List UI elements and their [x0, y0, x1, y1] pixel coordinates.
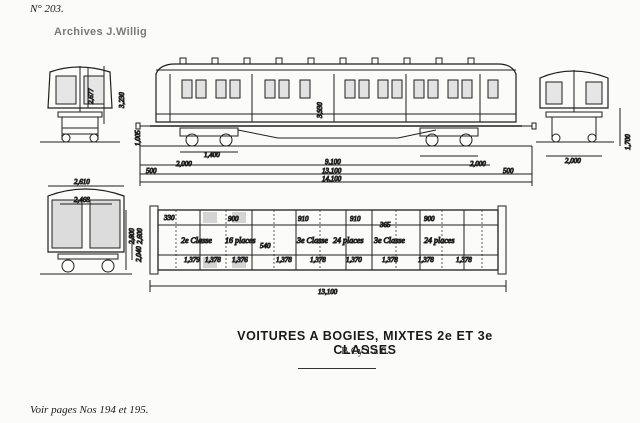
- side-elevation: [135, 57, 537, 186]
- plan-comp-8: 1,378: [418, 256, 434, 264]
- end-height-b: 3,230: [118, 92, 126, 109]
- plate-number: N° 203.: [30, 3, 64, 15]
- over-buffers: 14,100: [322, 175, 342, 183]
- plan-width-b: 2,600: [136, 228, 144, 244]
- plan-comp-1: 1,379: [184, 256, 200, 264]
- drawing-title: VOITURES A BOGIES, MIXTES 2e ET 3e CLASS…: [237, 329, 493, 357]
- label-3rd-class-a: 3e Classe: [296, 236, 328, 245]
- page-reference: Voir pages Nos 194 et 195.: [30, 404, 149, 416]
- label-2nd-places: 16 places: [225, 236, 255, 245]
- label-3rd-places-a: 24 places: [333, 236, 363, 245]
- drawing-subtitle: B Cy 1 à 6.: [341, 346, 389, 357]
- plan-comp-9: 1,378: [456, 256, 472, 264]
- plan-length: 13,100: [318, 288, 338, 296]
- plan-comp-2: 1,378: [205, 256, 221, 264]
- plan-330: 330: [163, 214, 175, 222]
- label-3rd-class-b: 3e Classe: [373, 236, 405, 245]
- centres: 9,100: [325, 158, 341, 166]
- plan-door-2: 910: [298, 215, 309, 223]
- section-floor: 2,040: [135, 246, 143, 262]
- plan-door-1: 900: [228, 215, 239, 223]
- end-elevation-right: [536, 70, 621, 157]
- side-height: 3,930: [316, 102, 324, 119]
- label-2nd-class: 2e Classe: [181, 236, 212, 245]
- body-length: 13,100: [322, 167, 342, 175]
- window-pitch: 1,400: [204, 151, 220, 159]
- plan-comp-7: 1,378: [382, 256, 398, 264]
- plan-door-4: 900: [424, 215, 435, 223]
- plan-width-a: 2,800: [128, 228, 136, 244]
- overhang-a: 500: [146, 167, 157, 175]
- plan-comp-4: 1,378: [276, 256, 292, 264]
- archive-watermark: Archives J.Willig: [54, 26, 148, 38]
- bogie-wheelbase: 2,000: [565, 157, 581, 165]
- floor-height: 1,005: [134, 130, 142, 146]
- section-inner: 2,468: [74, 196, 90, 204]
- end-height-a: 2,677: [87, 88, 95, 104]
- bogie-a: 2,000: [176, 160, 192, 168]
- plan-540: 540: [260, 242, 271, 250]
- divider-rule: [298, 368, 376, 369]
- cross-section: [40, 185, 133, 275]
- overhang-b: 500: [503, 167, 514, 175]
- plan-comp-6: 1,370: [346, 256, 362, 264]
- plan-comp-3: 1,376: [232, 256, 248, 264]
- end-elevation-left: [40, 66, 120, 143]
- section-width: 2,610: [74, 178, 90, 186]
- plan-365: 365: [379, 221, 391, 229]
- bogie-b: 2,000: [470, 160, 486, 168]
- floor-plan: [125, 205, 507, 292]
- plan-door-3: 910: [350, 215, 361, 223]
- label-3rd-places-b: 24 places: [424, 236, 454, 245]
- end-track: 1,700: [624, 134, 632, 150]
- plan-comp-5: 1,378: [310, 256, 326, 264]
